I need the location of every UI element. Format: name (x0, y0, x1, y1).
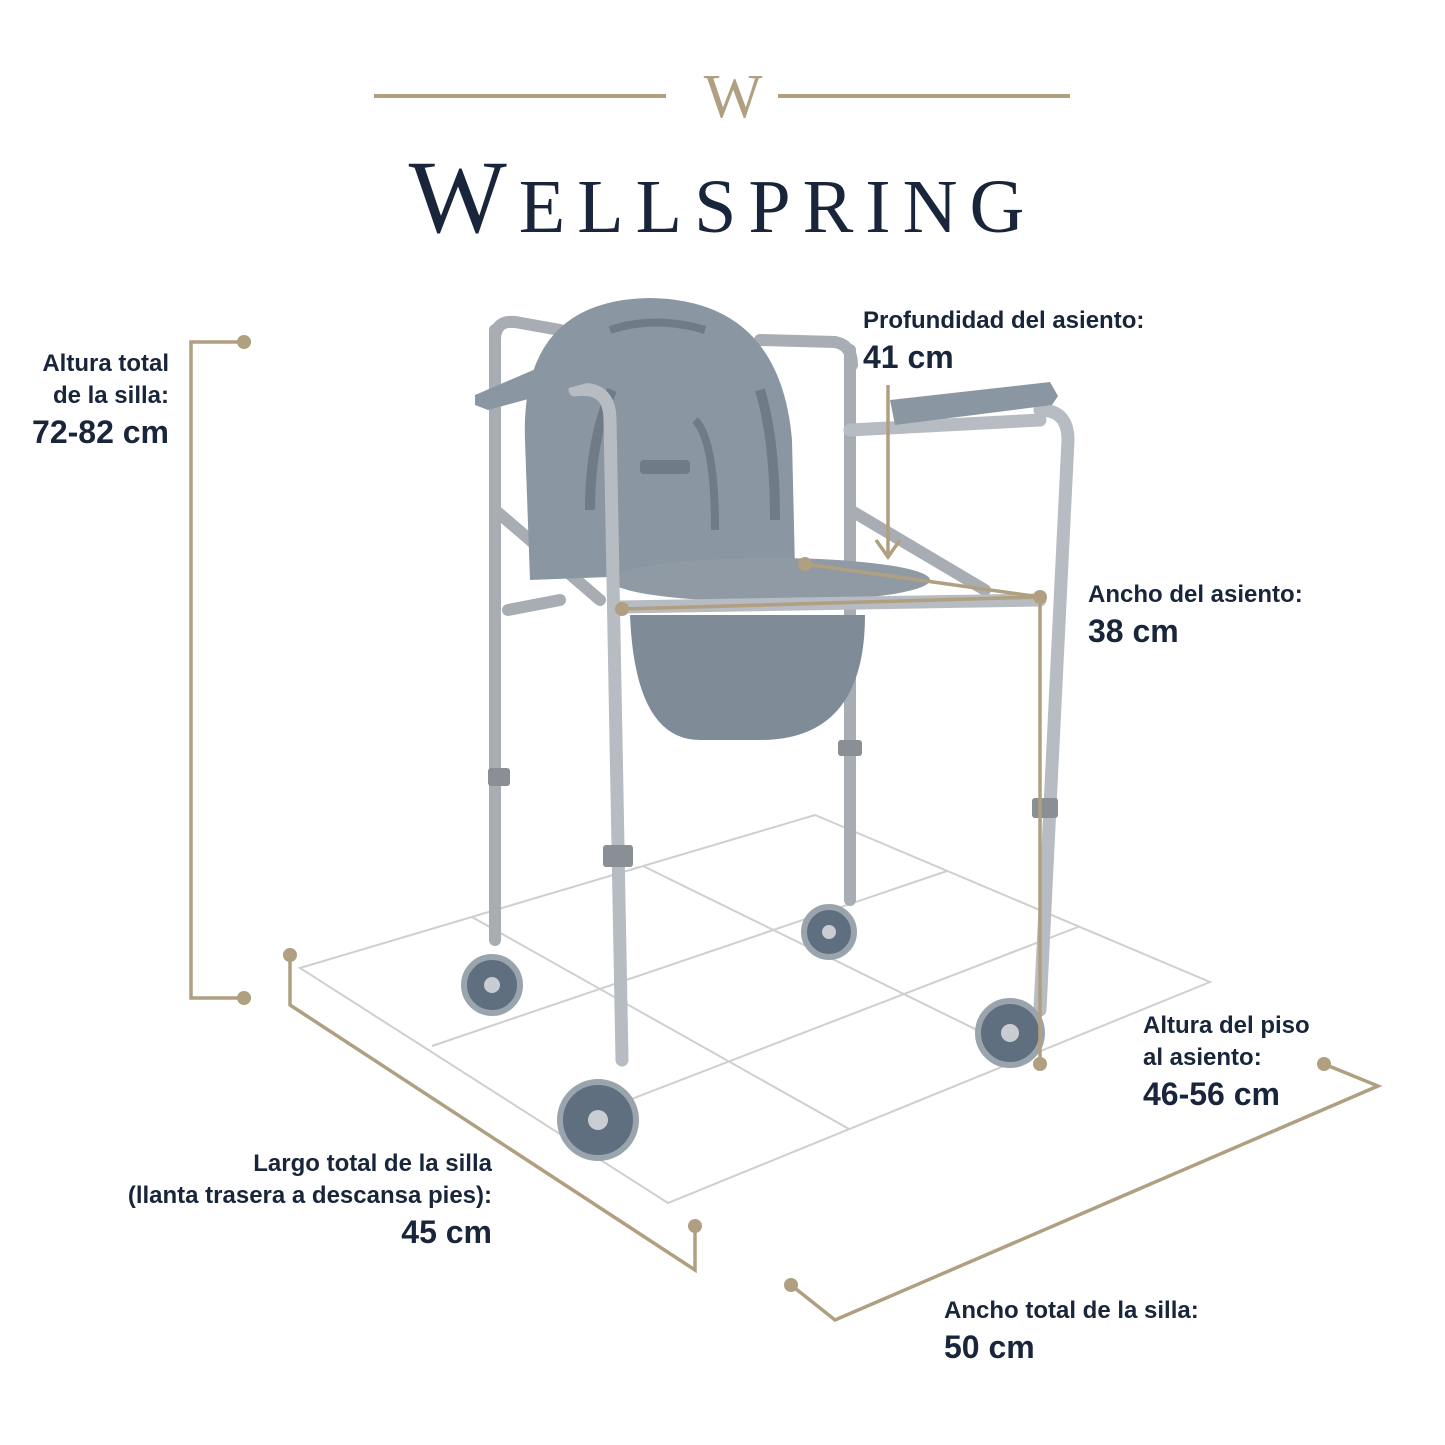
dimension-dots (237, 335, 1331, 1292)
floor-to-seat-label-1: Altura del piso (1143, 1012, 1310, 1039)
dimension-lines (189, 340, 1383, 1323)
total-length-annotation: Largo total de la silla (llanta trasera … (128, 1148, 492, 1252)
seat-depth-annotation: Profundidad del asiento: 41 cm (863, 305, 1144, 377)
brand-rest: ELLSPRING (518, 165, 1037, 249)
total-height-label-2: de la silla: (52, 382, 169, 409)
floor-to-seat-value: 46-56 cm (1143, 1076, 1280, 1112)
seat-width-value: 38 cm (1088, 613, 1179, 649)
seat-width-annotation: Ancho del asiento: 38 cm (1088, 579, 1303, 651)
total-length-label-1: Largo total de la silla (253, 1150, 492, 1177)
seat-depth-label: Profundidad del asiento: (863, 307, 1145, 334)
floor-grid (297, 813, 1213, 1205)
brand-initial: W (408, 140, 519, 255)
brand-logo: WELLSPRING (0, 138, 1445, 257)
total-width-annotation: Ancho total de la silla: 50 cm (944, 1295, 1199, 1367)
floor-to-seat-annotation: Altura del piso al asiento: 46-56 cm (1143, 1010, 1310, 1114)
total-width-value: 50 cm (944, 1329, 1035, 1365)
total-height-value: 72-82 cm (32, 414, 169, 450)
commode-chair (461, 298, 1075, 1161)
floor-to-seat-label-2: al asiento: (1143, 1044, 1262, 1071)
brand-monogram: W (703, 63, 763, 131)
seat-width-label: Ancho del asiento: (1088, 581, 1303, 608)
total-height-label-1: Altura total (42, 350, 169, 377)
total-length-label-2: (llanta trasera a descansa pies): (127, 1182, 492, 1209)
total-width-label: Ancho total de la silla: (944, 1297, 1199, 1324)
total-length-value: 45 cm (401, 1214, 492, 1250)
seat-depth-value: 41 cm (863, 339, 954, 375)
total-height-annotation: Altura total de la silla: 72-82 cm (32, 348, 169, 452)
